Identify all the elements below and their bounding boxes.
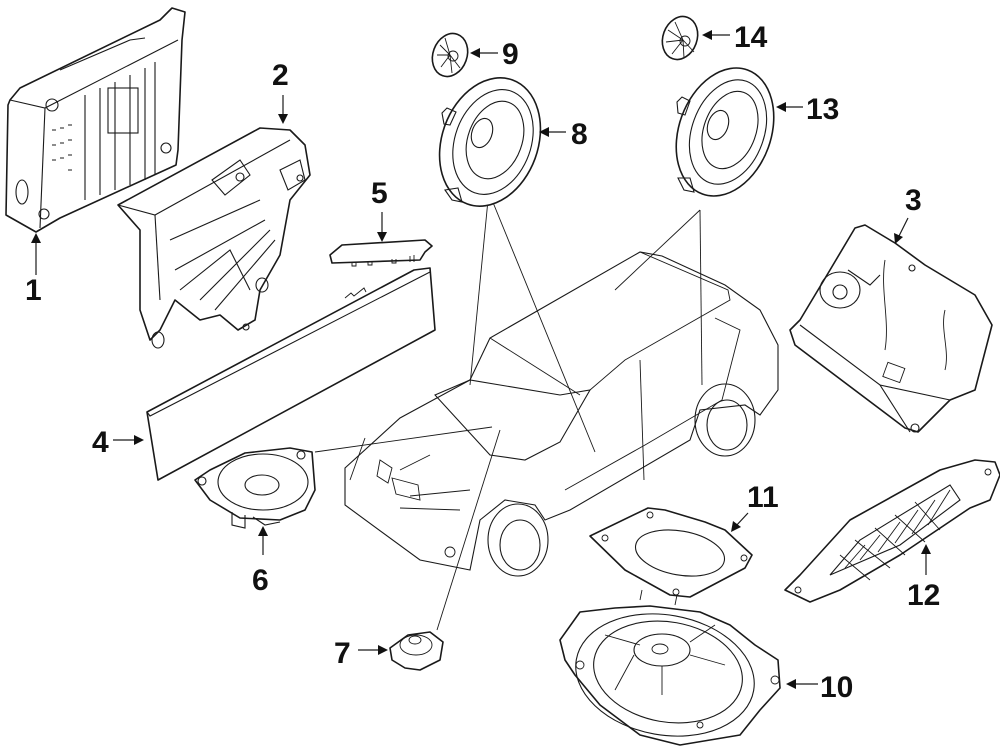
callout-4[interactable]: 4 [92, 426, 144, 459]
callout-7[interactable]: 7 [334, 637, 388, 670]
callout-2[interactable]: 2 [272, 59, 289, 124]
callout-13[interactable]: 13 [776, 93, 839, 126]
callout-label-8: 8 [571, 118, 588, 151]
part-2-bracket[interactable] [117, 127, 311, 349]
callout-label-9: 9 [502, 38, 519, 71]
callout-label-4: 4 [92, 426, 109, 459]
part-6-dash-speaker[interactable] [194, 447, 316, 529]
callout-label-14: 14 [734, 21, 768, 54]
callout-label-3: 3 [905, 184, 922, 217]
part-14-tweeter-grille[interactable] [657, 12, 704, 65]
callout-label-12: 12 [907, 579, 940, 612]
callout-11[interactable]: 11 [731, 481, 779, 532]
callout-8[interactable]: 8 [539, 118, 588, 151]
callout-10[interactable]: 10 [786, 671, 853, 704]
callout-1[interactable]: 1 [25, 233, 42, 307]
part-9-tweeter-grille[interactable] [427, 29, 474, 82]
callout-label-2: 2 [272, 59, 289, 92]
part-10-subwoofer[interactable] [559, 589, 781, 746]
part-12-speaker-grille[interactable] [784, 459, 1000, 603]
callout-label-10: 10 [820, 671, 853, 704]
vehicle-outline [344, 251, 779, 577]
callout-label-7: 7 [334, 637, 351, 670]
part-13-rear-speaker[interactable] [659, 54, 791, 210]
callout-label-1: 1 [25, 274, 42, 307]
part-7-tweeter[interactable] [389, 631, 444, 671]
part-5-trim-cover[interactable] [329, 239, 433, 267]
part-4-grille-panel[interactable] [146, 267, 436, 481]
callout-label-11: 11 [747, 481, 779, 514]
callout-label-13: 13 [806, 93, 839, 126]
callout-12[interactable]: 12 [907, 544, 940, 612]
part-8-front-speaker[interactable] [422, 64, 557, 221]
callout-6[interactable]: 6 [252, 526, 269, 597]
callout-label-6: 6 [252, 564, 269, 597]
location-leaders [314, 199, 703, 631]
part-3-control-module[interactable] [789, 224, 993, 433]
part-1-amplifier[interactable] [5, 7, 186, 233]
callout-14[interactable]: 14 [702, 21, 768, 54]
callout-5[interactable]: 5 [371, 177, 388, 242]
callout-3[interactable]: 3 [894, 184, 922, 244]
callout-9[interactable]: 9 [470, 38, 519, 71]
part-11-gasket[interactable] [589, 507, 753, 598]
callout-label-5: 5 [371, 177, 388, 210]
